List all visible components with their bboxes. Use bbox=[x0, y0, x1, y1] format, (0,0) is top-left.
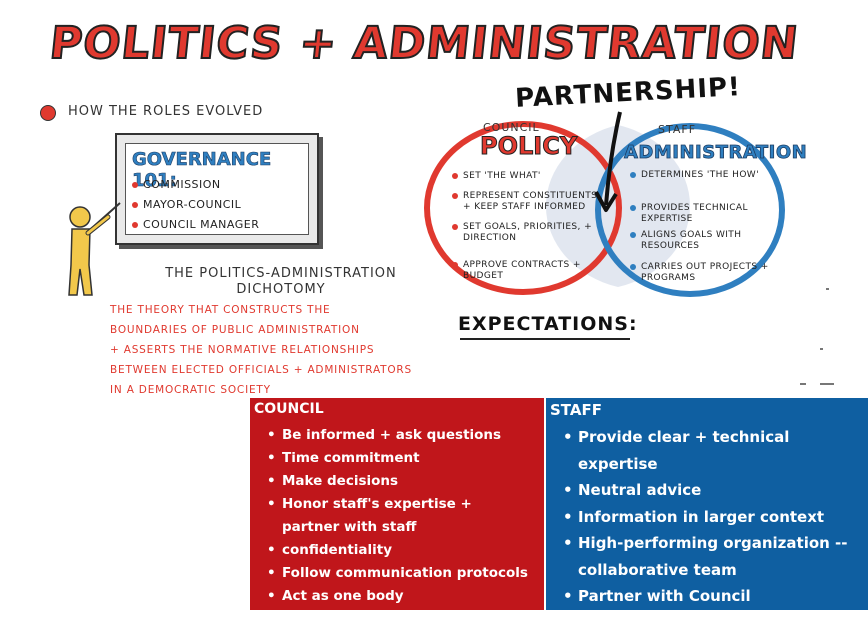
governance-item: MAYOR-COUNCIL bbox=[132, 198, 241, 211]
council-circle-item-label: SET GOALS, PRIORITIES, + DIRECTION bbox=[463, 222, 593, 243]
stray-mark bbox=[820, 348, 823, 350]
list-item: Follow communication protocols bbox=[264, 562, 528, 585]
staff-circle bbox=[595, 123, 785, 297]
bullet-dot-icon bbox=[452, 193, 458, 199]
list-item: confidentiality bbox=[264, 539, 528, 562]
bullet-dot-icon bbox=[630, 264, 636, 270]
stray-mark bbox=[820, 383, 834, 385]
bullet-dot-icon bbox=[452, 224, 458, 230]
staff-panel-heading: STAFF bbox=[550, 401, 602, 419]
dichotomy-heading: THE POLITICS-ADMINISTRATION DICHOTOMY bbox=[136, 266, 426, 298]
council-circle-item-label: APPROVE CONTRACTS + BUDGET bbox=[463, 260, 581, 281]
governance-item-label: COMMISSION bbox=[143, 178, 221, 191]
down-arrow-icon bbox=[594, 111, 622, 212]
bullet-dot-icon bbox=[630, 232, 636, 238]
list-item: Make decisions bbox=[264, 470, 528, 493]
governance-board: GOVERNANCE 101: COMMISSION MAYOR-COUNCIL… bbox=[115, 133, 319, 245]
page-title: POLITICS + ADMINISTRATION bbox=[46, 17, 802, 70]
bullet-dot-icon bbox=[40, 105, 56, 121]
staff-circle-item: PROVIDES TECHNICAL EXPERTISE bbox=[630, 203, 786, 225]
council-circle-item-label: REPRESENT CONSTITUENTS + KEEP STAFF INFO… bbox=[463, 191, 598, 212]
theory-line: BOUNDARIES OF PUBLIC ADMINISTRATION bbox=[110, 324, 360, 336]
governance-board-surface: GOVERNANCE 101: COMMISSION MAYOR-COUNCIL… bbox=[125, 143, 309, 235]
staff-circle-item: CARRIES OUT PROJECTS + PROGRAMS bbox=[630, 262, 786, 284]
governance-item: COUNCIL MANAGER bbox=[132, 218, 259, 231]
council-circle-item: SET 'THE WHAT' bbox=[452, 171, 602, 182]
list-item: Honor staff's expertise + partner with s… bbox=[264, 493, 522, 539]
roles-heading: HOW THE ROLES EVOLVED bbox=[68, 104, 264, 119]
stray-mark bbox=[826, 288, 829, 290]
staff-circle-item-label: ALIGNS GOALS WITH RESOURCES bbox=[641, 230, 742, 251]
council-circle-item: REPRESENT CONSTITUENTS + KEEP STAFF INFO… bbox=[452, 191, 604, 213]
list-item: High-performing organization -- collabor… bbox=[560, 530, 868, 583]
staff-circle-subtitle: STAFF bbox=[658, 123, 697, 136]
staff-circle-item-label: CARRIES OUT PROJECTS + PROGRAMS bbox=[641, 262, 769, 283]
staff-circle-item: ALIGNS GOALS WITH RESOURCES bbox=[630, 230, 786, 252]
staff-expectations-panel: STAFF Provide clear + technical expertis… bbox=[546, 398, 868, 610]
list-item: Provide clear + technical expertise bbox=[560, 424, 868, 477]
council-circle-title: POLICY bbox=[479, 132, 578, 161]
theory-line: + ASSERTS THE NORMATIVE RELATIONSHIPS bbox=[110, 344, 375, 356]
bullet-dot-icon bbox=[452, 173, 458, 179]
expectations-underline bbox=[460, 338, 630, 340]
bullet-dot-icon bbox=[132, 201, 138, 208]
dichotomy-line: THE POLITICS-ADMINISTRATION bbox=[165, 266, 397, 281]
council-expectations-panel: COUNCIL Be informed + ask questions Time… bbox=[250, 398, 544, 610]
venn-diagram bbox=[424, 121, 785, 297]
governance-title: GOVERNANCE 101: bbox=[132, 149, 272, 192]
governance-item-label: COUNCIL MANAGER bbox=[143, 218, 260, 231]
bullet-dot-icon bbox=[132, 181, 138, 188]
list-item: Act as one body bbox=[264, 585, 528, 608]
theory-line: BETWEEN ELECTED OFFICIALS + ADMINISTRATO… bbox=[110, 364, 412, 376]
council-circle-item: APPROVE CONTRACTS + BUDGET bbox=[452, 260, 602, 282]
governance-item: COMMISSION bbox=[132, 178, 221, 191]
theory-line: IN A DEMOCRATIC SOCIETY bbox=[110, 384, 271, 396]
bullet-dot-icon bbox=[452, 262, 458, 268]
staff-circle-title: ADMINISTRATION bbox=[624, 142, 808, 164]
theory-text: THE THEORY THAT CONSTRUCTS THE BOUNDARIE… bbox=[110, 300, 470, 400]
council-circle bbox=[424, 121, 622, 295]
governance-item-label: MAYOR-COUNCIL bbox=[143, 198, 242, 211]
list-item: Time commitment bbox=[264, 447, 528, 470]
staff-expectations-list: Provide clear + technical expertise Neut… bbox=[560, 424, 868, 610]
bullet-dot-icon bbox=[630, 172, 636, 178]
staff-circle-item: DETERMINES 'THE HOW' bbox=[630, 170, 786, 181]
theory-line: THE THEORY THAT CONSTRUCTS THE bbox=[110, 304, 331, 316]
list-item: Neutral advice bbox=[560, 477, 868, 504]
council-circle-subtitle: COUNCIL bbox=[483, 121, 540, 134]
staff-circle-item-label: DETERMINES 'THE HOW' bbox=[641, 170, 759, 180]
presenter-figure-icon bbox=[68, 202, 121, 296]
dichotomy-line: DICHOTOMY bbox=[236, 282, 326, 297]
council-circle-item-label: SET 'THE WHAT' bbox=[463, 171, 541, 181]
council-expectations-list: Be informed + ask questions Time commitm… bbox=[264, 424, 528, 608]
stray-mark bbox=[800, 383, 806, 385]
list-item: Information in larger context bbox=[560, 504, 868, 531]
list-item: Be informed + ask questions bbox=[264, 424, 528, 447]
list-item: Partner with Council bbox=[560, 583, 868, 610]
bullet-dot-icon bbox=[132, 221, 138, 228]
council-panel-heading: COUNCIL bbox=[254, 401, 324, 417]
staff-circle-item-label: PROVIDES TECHNICAL EXPERTISE bbox=[641, 203, 748, 224]
bullet-dot-icon bbox=[630, 205, 636, 211]
council-circle-item: SET GOALS, PRIORITIES, + DIRECTION bbox=[452, 222, 602, 244]
expectations-heading: EXPECTATIONS: bbox=[458, 313, 638, 335]
